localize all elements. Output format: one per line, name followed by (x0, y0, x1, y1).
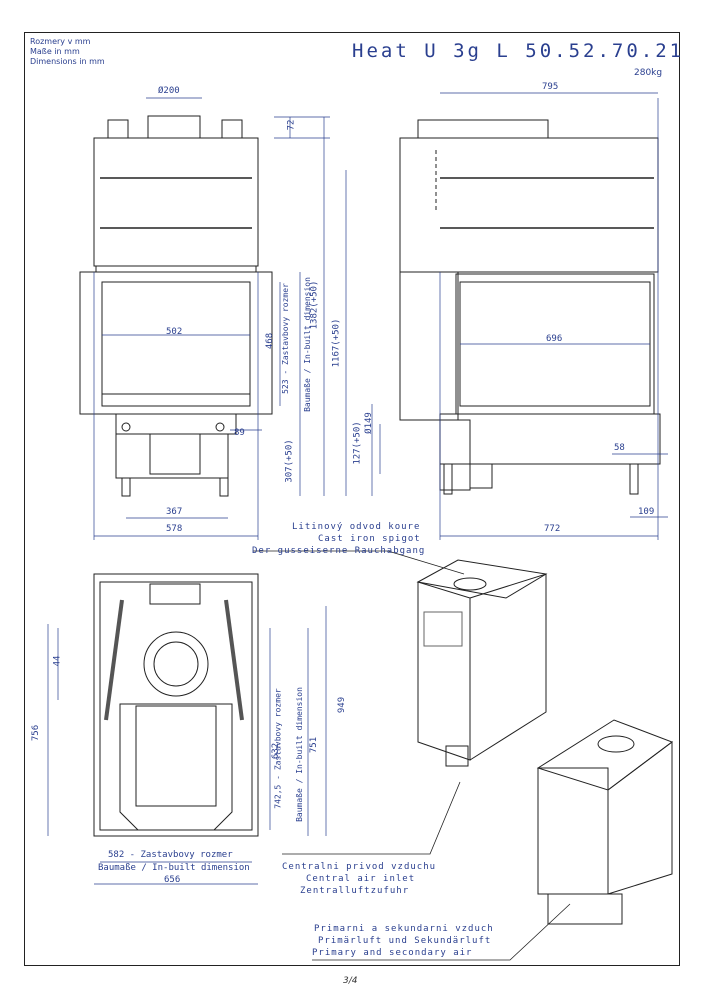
dim-front-builtin-cz: 523 - Zastavbovy rozmer (280, 283, 290, 394)
dim-front-base: 307(+50) (284, 439, 295, 483)
front-handle-right (221, 119, 243, 138)
dim-side-depth-top: 795 (542, 82, 559, 92)
dim-side-bottom-depth: 772 (544, 524, 561, 534)
callout-spigot-en: Cast iron spigot (318, 534, 421, 544)
iso1-air-inlet (445, 745, 469, 767)
iso2-spigot (597, 735, 635, 753)
dim-side-58: 58 (614, 443, 625, 453)
callout-air-en: Central air inlet (306, 874, 416, 884)
front-flue-collar (147, 115, 201, 139)
side-view (399, 119, 661, 495)
front-view-dimensions (93, 97, 330, 540)
page-number: 3/4 (343, 976, 358, 986)
callout-spigot-cz: Litinový odvod koure (292, 522, 421, 532)
dim-flue-diameter: Ø200 (158, 86, 180, 96)
front-base (115, 433, 229, 479)
dim-top-44: 44 (52, 655, 63, 667)
dim-side-duct-height: 127(+50) (352, 421, 363, 465)
dim-front-outer-width: 578 (166, 524, 183, 534)
side-leg-right (629, 463, 639, 495)
dim-front-leg: 89 (234, 428, 245, 438)
units-label-de: Maße in mm (30, 47, 80, 56)
iso2-base (547, 893, 623, 925)
dim-side-duct-diameter: Ø149 (363, 412, 374, 434)
weight-label: 280kg (634, 68, 663, 78)
callout-primary-de: Primärluft und Sekundärluft (318, 936, 492, 946)
units-label-en: Dimensions in mm (30, 57, 105, 66)
units-label-cz: Rozmery v mm (30, 37, 91, 46)
dim-top-949: 949 (337, 696, 348, 714)
dim-top-756: 756 (31, 724, 42, 742)
dim-top-742-cz: 742,5 - Zastavbovy rozmer (273, 688, 283, 809)
dim-front-opening-height: 468 (265, 332, 276, 350)
front-upper-body (93, 137, 259, 267)
dim-side-opening-width: 696 (546, 334, 563, 344)
top-flue-opening (153, 641, 199, 687)
top-handle-left (104, 599, 124, 721)
dim-side-109: 109 (638, 507, 655, 517)
front-firebox-frame (79, 271, 273, 415)
dim-top-742-de: Baumaße / In-built dimension (294, 687, 304, 822)
side-rear-column (399, 271, 459, 421)
iso2-top (536, 719, 674, 791)
side-base (439, 413, 661, 465)
top-outer-body (93, 573, 259, 837)
dim-front-opening-width: 502 (166, 327, 183, 337)
isometric-view-upper (416, 559, 548, 767)
drawing-frame (24, 32, 680, 966)
top-firebox-outline (135, 705, 217, 807)
top-handle-right (224, 599, 244, 721)
callout-air-de: Zentralluftzufuhr (300, 886, 410, 896)
side-handle (417, 119, 549, 138)
dim-top-582-sub: Baumaße / In-built dimension (98, 863, 250, 873)
front-glass (101, 281, 251, 407)
callout-leaders (253, 550, 571, 961)
model-title: Heat U 3g L 50.52.70.21 (352, 40, 685, 62)
side-upper-body (399, 137, 659, 273)
dim-front-inner-width: 367 (166, 507, 183, 517)
callout-primary-cz: Primarni a sekundarni vzduch (314, 924, 494, 934)
dim-side-height: 1167(+50) (331, 318, 342, 368)
dim-top-582-label: 582 - Zastavbovy rozmer (108, 850, 233, 860)
top-view-dimensions (47, 606, 327, 885)
callout-air-cz: Centralni privod vzduchu (282, 862, 437, 872)
front-view (79, 115, 273, 497)
dim-top-656: 656 (164, 875, 181, 885)
callout-spigot-de: Der gusseiserne Rauchabgang (252, 546, 426, 556)
side-view-dimensions (345, 92, 668, 540)
front-leg-left (121, 477, 131, 497)
side-leg-left (443, 463, 453, 495)
dim-front-total-height: 1382(+50) (309, 280, 320, 330)
front-handle-left (107, 119, 129, 138)
dim-front-top: 72 (286, 119, 297, 131)
dim-top-751: 751 (309, 736, 320, 754)
iso1-spigot (453, 577, 487, 591)
top-flue-ring (143, 631, 209, 697)
isometric-view-lower (536, 719, 674, 925)
callout-primary-en: Primary and secondary air (312, 948, 473, 958)
top-view (93, 573, 259, 837)
front-leg-right (219, 477, 229, 497)
